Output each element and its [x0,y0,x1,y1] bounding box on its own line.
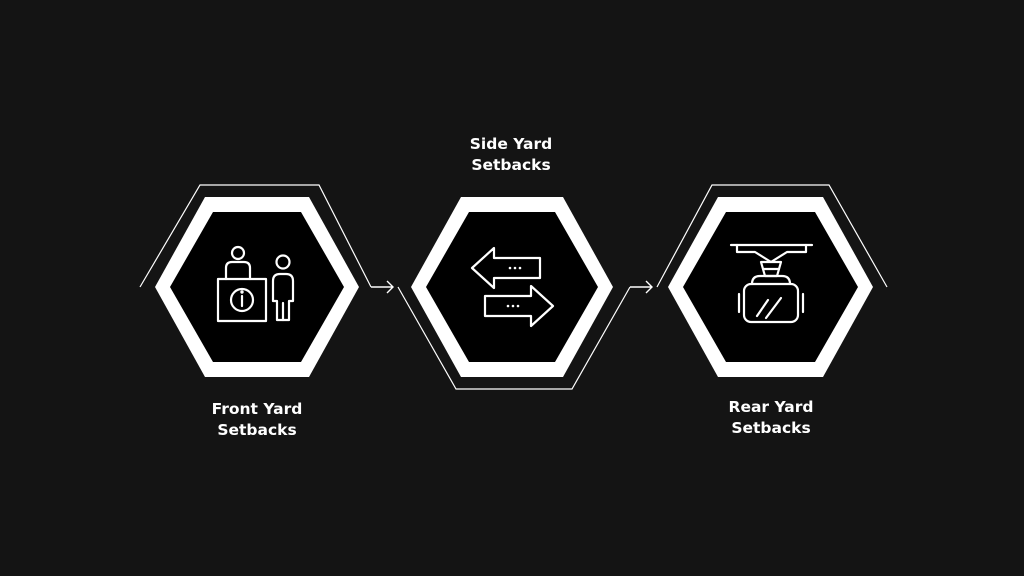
side-yard-label: Side Yard Setbacks [469,135,553,174]
connector-lines [139,184,888,390]
front-yard-hexagon [155,197,359,377]
arrow-right-icon [371,280,394,294]
rear-yard-label: Rear Yard Setbacks [728,398,814,437]
rear-outline-hexagon [656,184,888,288]
front-outline-hexagon [139,184,372,288]
arrow-right-icon [630,280,653,294]
arrow-connectors [371,280,653,294]
side-yard-hexagon [411,197,613,377]
ceiling-mirror-icon [729,243,814,324]
exchange-arrows-icon [470,246,555,328]
front-yard-label: Front Yard Setbacks [211,400,303,439]
rear-yard-hexagon [668,197,873,377]
side-outline-hexagon [397,286,631,390]
dots-icon [506,266,522,308]
reception-desk-info-icon [216,245,295,323]
